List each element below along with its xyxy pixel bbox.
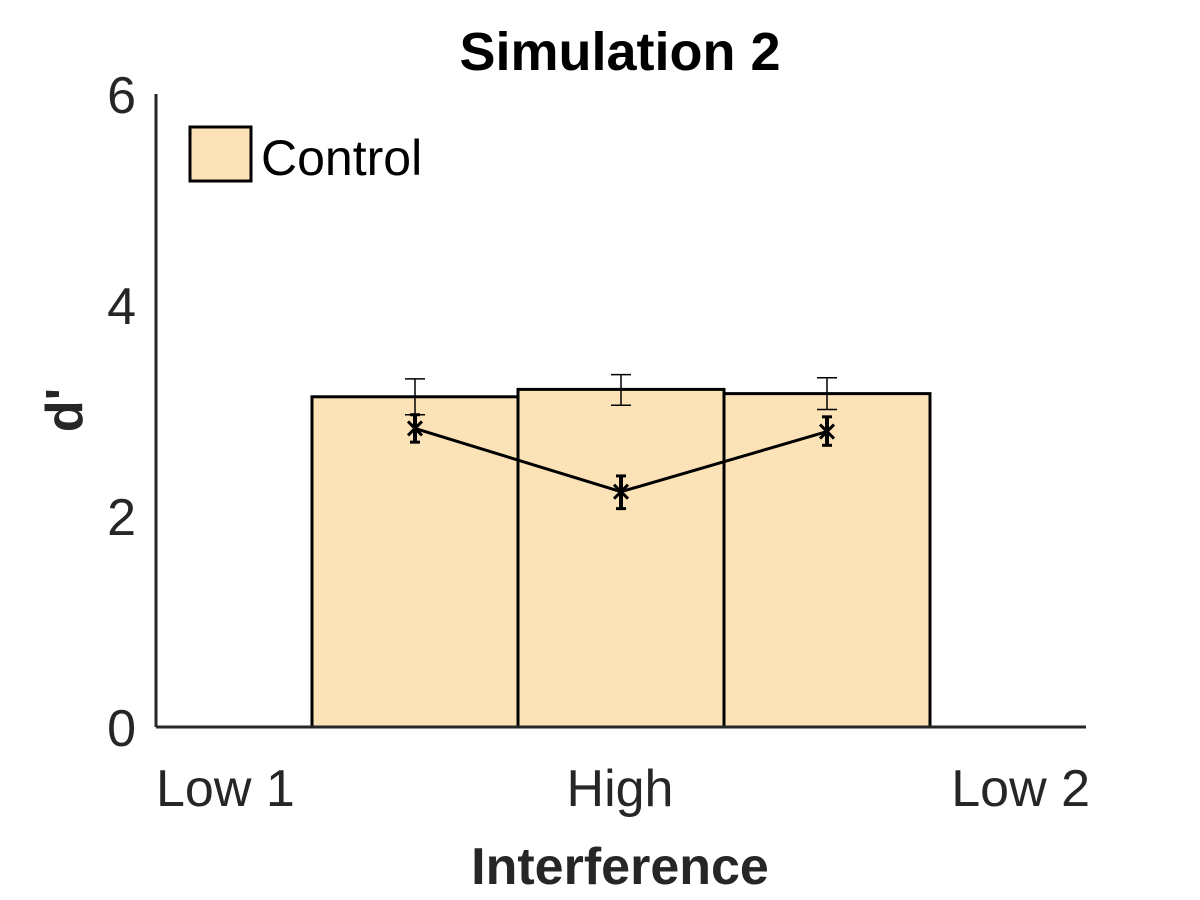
x-tick-label: High	[567, 760, 674, 818]
line-point-3	[818, 423, 836, 440]
bar-error-3	[817, 377, 837, 411]
legend: Control	[188, 125, 422, 186]
legend-swatch-control	[188, 125, 253, 183]
bar-2	[516, 387, 726, 729]
x-tick-label: Low 1	[156, 760, 295, 818]
line-point-1	[406, 420, 424, 437]
x-marker-stroke-b	[818, 423, 836, 440]
legend-label-control: Control	[261, 130, 422, 186]
x-marker-stroke-b	[612, 483, 630, 500]
y-tick-label: 4	[107, 278, 136, 336]
y-tick-label: 0	[107, 700, 136, 758]
y-tick-labels: 0 2 4 6	[107, 67, 136, 758]
bar-error-2	[611, 373, 631, 406]
bar-3	[722, 392, 932, 729]
plot-area	[310, 373, 932, 729]
x-tick-label: Low 2	[951, 760, 1090, 818]
line-point-2	[612, 483, 630, 500]
y-axis-label: d'	[36, 388, 94, 432]
y-tick-label: 6	[107, 67, 136, 125]
y-tick-label: 2	[107, 489, 136, 547]
x-marker-stroke-b	[406, 420, 424, 437]
x-tick-labels: Low 1 High Low 2	[156, 760, 1090, 818]
bar-1	[310, 395, 520, 729]
chart-title: Simulation 2	[459, 22, 780, 82]
x-axis-label: Interference	[471, 838, 769, 896]
